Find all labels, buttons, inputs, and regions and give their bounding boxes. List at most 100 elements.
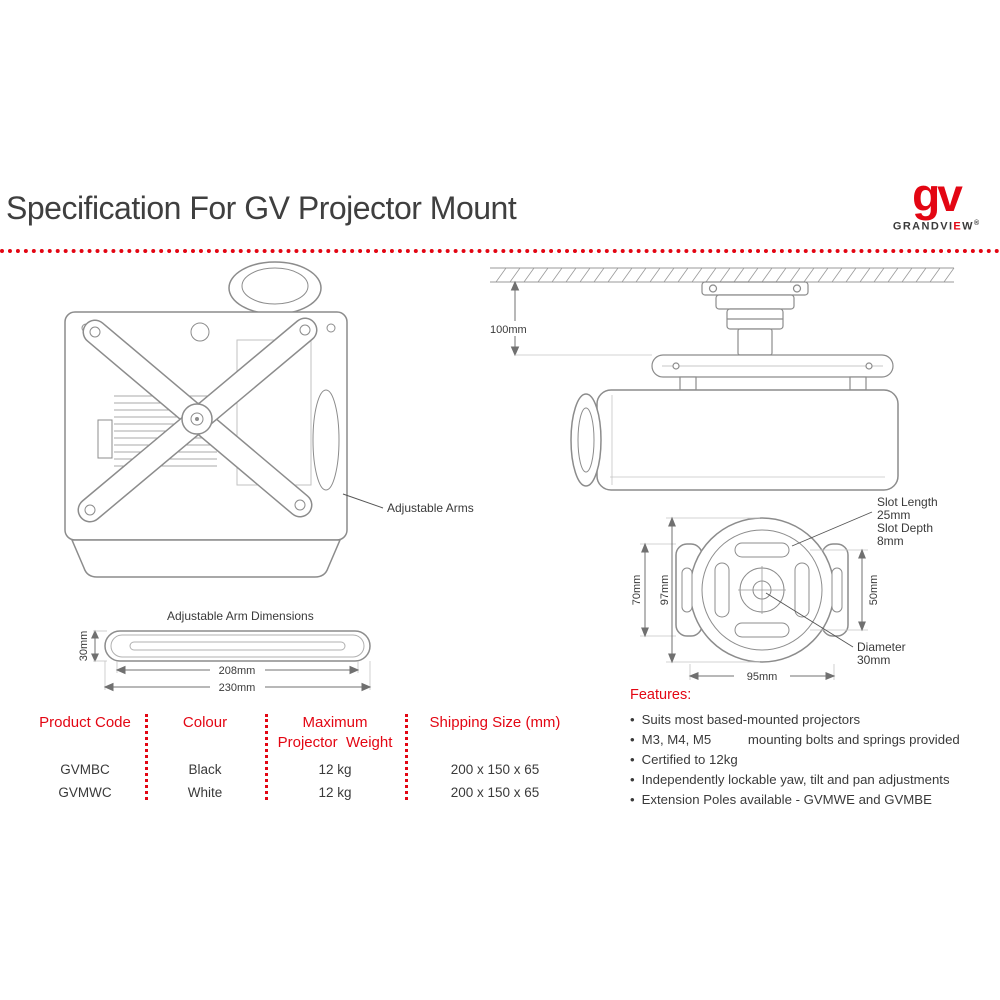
ceiling-bolt (708, 284, 718, 293)
mount-bracket (570, 281, 899, 491)
dim-label-bg (486, 321, 540, 336)
feature-item: Independently lockable yaw, tilt and pan… (630, 770, 995, 790)
diameter-value: 30mm (857, 653, 890, 667)
slot-length-label: Slot Length (877, 495, 938, 509)
flange-slot (831, 567, 843, 613)
table-separator (265, 714, 268, 800)
arm-end-hole (84, 504, 96, 516)
plate-bolt (672, 362, 680, 370)
arm-inner-dim: 208mm (219, 665, 256, 677)
flange-slot (681, 567, 693, 613)
plate-dimension-lines (641, 516, 866, 680)
right-vent-oval (312, 389, 340, 491)
brand-text-left: GRANDVI (892, 220, 954, 233)
features-list: Suits most based-mounted projectors M3, … (630, 710, 995, 810)
grandview-logo: gv GRANDVIEW® (878, 169, 994, 233)
diameter-label: Diameter (857, 640, 906, 654)
arm-height-dim: 30mm (78, 631, 90, 662)
arm-dimensions-title: Adjustable Arm Dimensions (167, 609, 314, 623)
cell-product-code: GVMWC (58, 785, 112, 800)
standoff (849, 376, 867, 391)
page-title: Specification For GV Projector Mount (6, 190, 517, 226)
plate-slot-top (734, 542, 790, 558)
drop-dimension (510, 280, 652, 357)
features-title: Features: (630, 687, 692, 703)
arm-hub-and-holes (84, 324, 311, 516)
cell-colour: Black (188, 762, 222, 777)
table-separator (145, 714, 148, 800)
arms-pointer-line (342, 493, 384, 509)
cell-colour: White (187, 785, 223, 800)
dim-label-bg (210, 663, 265, 677)
standoff (679, 376, 697, 391)
drop-dim-label: 100mm (490, 324, 527, 336)
projector-body (596, 389, 899, 491)
arm-end-hole (299, 324, 311, 336)
col-header-product-code: Product Code (39, 714, 131, 731)
corner-screw-right (326, 323, 336, 333)
bottom-view-diagram: 70mm 97mm 50mm 95mm Slot Length 25mm Slo… (631, 495, 938, 683)
spec-table: Product Code Colour Maximum Projector We… (25, 712, 585, 804)
feature-item: M3, M4, M5 mounting bolts and springs pr… (630, 730, 995, 750)
lens-barrel-inner (241, 267, 309, 305)
spec-grid: Product Code Colour Maximum Projector We… (25, 712, 585, 804)
gv-logo-mark: gv (912, 169, 963, 221)
top-screw-hole (190, 322, 210, 342)
dim-label-bg (210, 680, 265, 694)
adjustable-arms-label: Adjustable Arms (387, 501, 474, 515)
slot-length-value: 25mm (877, 508, 910, 522)
arm-bar-drawing (104, 630, 371, 662)
ceiling-plate (701, 281, 809, 296)
side-view-diagram: 100mm (486, 267, 955, 491)
col-header-max-weight: Maximum Projector Weight (277, 714, 393, 752)
features-section: Features: Suits most based-mounted proje… (630, 687, 995, 810)
brand-letter-e: E (953, 220, 963, 233)
dim-97-label: 97mm (659, 575, 671, 606)
hub-center (195, 417, 199, 421)
lens-barrel-outer (228, 261, 322, 315)
brand-text-right: W (962, 220, 974, 233)
cell-product-code: GVMBC (60, 762, 110, 777)
side-tab (97, 419, 113, 459)
cell-weight: 12 kg (318, 762, 352, 777)
feature-item: Suits most based-mounted projectors (630, 710, 995, 730)
ceiling-hatch (495, 267, 955, 283)
arm-end-hole (294, 499, 306, 511)
feature-item: Extension Poles available - GVMWE and GV… (630, 790, 995, 810)
extension-lines (640, 517, 868, 680)
slot-depth-label: Slot Depth (877, 521, 933, 535)
projector-base-outline (70, 539, 342, 578)
feature-item: Certified to 12kg (630, 750, 995, 770)
lens-inner (577, 407, 595, 473)
hub-inner (190, 412, 204, 426)
center-crosshair (738, 566, 786, 614)
bracket-housing (715, 294, 795, 310)
dim-label-bg (734, 669, 790, 683)
ceiling (490, 267, 955, 283)
dim-70-label: 70mm (631, 575, 643, 606)
red-dotted-divider (0, 249, 1000, 253)
table-separator (405, 714, 408, 800)
plate-slot-right (794, 562, 810, 618)
cell-weight: 12 kg (318, 785, 352, 800)
cell-shipping-size: 200 x 150 x 65 (450, 785, 540, 800)
brand-wordmark: GRANDVIEW® (878, 220, 994, 233)
diameter-pointer-line (765, 592, 854, 648)
plate-bolt (865, 362, 873, 370)
mount-column (737, 328, 773, 356)
dim-50-label: 50mm (868, 575, 880, 606)
arm-outer-dim: 230mm (219, 682, 256, 694)
col-header-colour: Colour (182, 714, 228, 731)
plate-slot-left (714, 562, 730, 618)
plate-slot-bottom (734, 622, 790, 638)
slot-depth-value: 8mm (877, 534, 904, 548)
slot-pointer-line (791, 511, 873, 547)
dim-95-label: 95mm (747, 671, 778, 683)
col-header-shipping-size: Shipping Size (mm) (429, 714, 561, 731)
top-view-diagram: Adjustable Arms (64, 261, 474, 578)
arm-dimensions-diagram: Adjustable Arm Dimensions 30mm 208mm (78, 609, 372, 694)
cell-shipping-size: 200 x 150 x 65 (450, 762, 540, 777)
registered-mark: ® (973, 219, 980, 227)
arm-end-hole (89, 326, 101, 338)
